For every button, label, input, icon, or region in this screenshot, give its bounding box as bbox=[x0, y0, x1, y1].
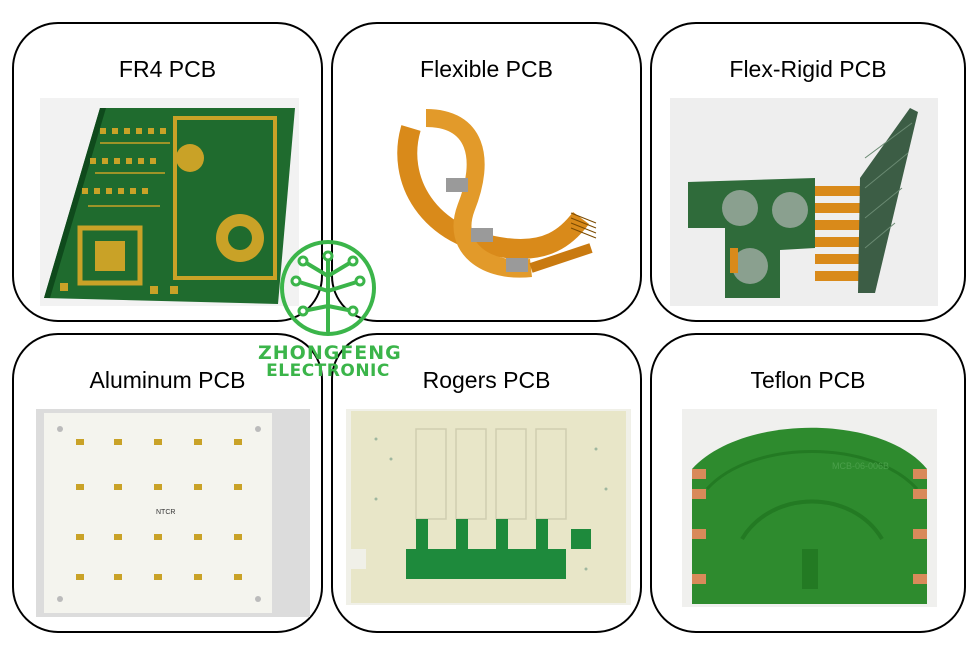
card-teflon: Teflon PCB MCB-06-006B bbox=[650, 333, 966, 633]
aluminum-pcb-photo: NTCR bbox=[36, 409, 310, 617]
flexible-pcb-photo bbox=[366, 98, 611, 308]
card-title: Aluminum PCB bbox=[89, 367, 246, 393]
logo-line1: ZHONGFENG bbox=[258, 342, 402, 364]
card-flex-rigid: Flex-Rigid PCB bbox=[650, 22, 966, 322]
card-flexible: Flexible PCB bbox=[331, 22, 642, 322]
card-title: Flex-Rigid PCB bbox=[729, 56, 887, 82]
circuit-leaf-icon bbox=[280, 240, 376, 336]
logo-line2: ELECTRONIC bbox=[266, 361, 390, 381]
zhongfeng-logo-watermark: ZHONGFENG ELECTRONIC bbox=[258, 236, 402, 381]
ntcr-label: NTCR bbox=[156, 509, 175, 516]
card-title: Teflon PCB bbox=[750, 367, 866, 393]
fr4-pcb-photo bbox=[40, 98, 299, 306]
card-fr4: FR4 PCB bbox=[12, 22, 323, 322]
card-title: FR4 PCB bbox=[118, 56, 217, 82]
card-title: Flexible PCB bbox=[420, 56, 553, 82]
flex-rigid-pcb-photo bbox=[670, 98, 938, 306]
card-rogers: Rogers PCB bbox=[331, 333, 642, 633]
rogers-pcb-photo bbox=[346, 409, 631, 605]
card-title: Rogers PCB bbox=[422, 367, 551, 393]
teflon-pcb-photo: MCB-06-006B bbox=[682, 409, 937, 607]
teflon-board-mark: MCB-06-006B bbox=[832, 461, 889, 471]
card-aluminum: Aluminum PCB NTCR bbox=[12, 333, 323, 633]
